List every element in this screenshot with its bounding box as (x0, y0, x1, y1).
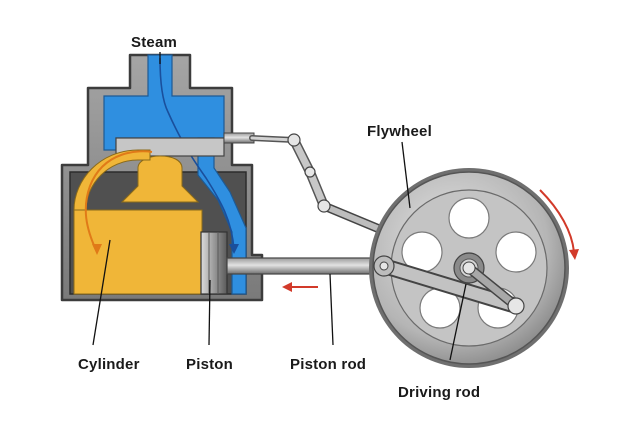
label-steam: Steam (131, 34, 178, 51)
label-cylinder: Cylinder (78, 356, 140, 373)
label-piston-rod: Piston rod (290, 356, 367, 373)
label-piston: Piston (186, 356, 234, 373)
label-flywheel: Flywheel (367, 123, 432, 140)
driving-rod-arm (373, 255, 525, 315)
piston-head (200, 231, 228, 295)
label-driving-rod: Driving rod (398, 384, 481, 401)
cylinder-chamber (73, 149, 203, 295)
leader-lines (92, 52, 467, 361)
